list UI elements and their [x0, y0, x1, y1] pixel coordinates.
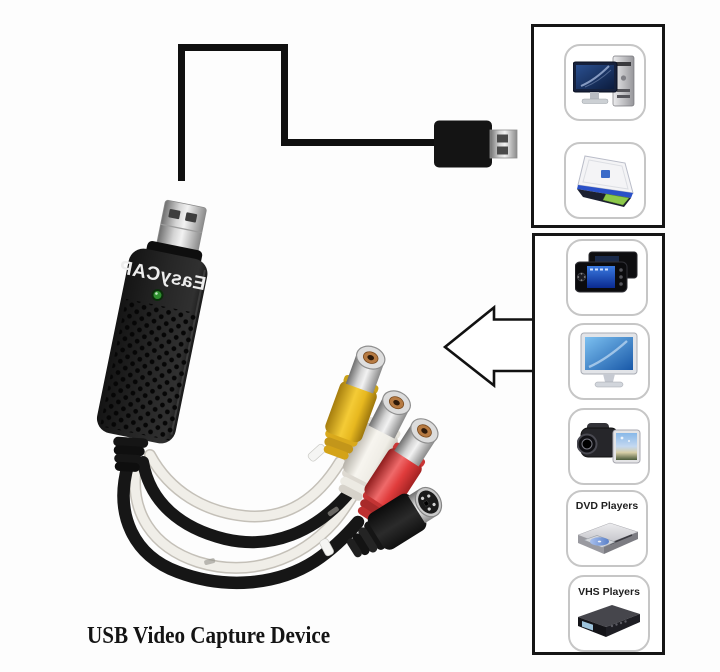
s-video-connector — [346, 486, 443, 558]
tile-laptop — [564, 142, 646, 219]
rca-yellow-connector — [323, 345, 386, 460]
tile-vhs-player: VHS Players — [568, 575, 650, 652]
tile-dvd-player: DVD Players — [566, 490, 648, 567]
dvd-player-icon — [577, 522, 639, 554]
tile-desktop-computer — [564, 44, 646, 121]
breakout-cables — [117, 443, 368, 590]
laptop-icon — [577, 154, 634, 207]
tile-tv-monitor — [568, 323, 650, 400]
vhs-player-icon — [578, 605, 640, 637]
source-devices-panel: DVD Players VHS Pla — [532, 233, 665, 655]
desktop-computer-icon — [573, 55, 635, 106]
rca-red-connector — [357, 418, 439, 525]
tile-camcorder — [568, 408, 650, 485]
tv-monitor-icon — [580, 332, 638, 387]
strain-relief — [113, 436, 149, 472]
vhs-players-label: VHS Players — [578, 586, 640, 598]
usb-cable-diagram-line — [178, 44, 436, 181]
capture-dongle: EasyCAP — [96, 199, 208, 472]
compatible-computers-panel — [531, 24, 665, 228]
caption-text: USB Video Capture Device — [87, 623, 331, 649]
dvd-players-label: DVD Players — [575, 500, 639, 512]
usb-plug — [434, 120, 518, 168]
left-arrow — [442, 304, 537, 389]
cable-label-band — [204, 443, 339, 566]
portable-media-player-icon — [575, 251, 638, 292]
status-led — [151, 289, 164, 302]
dongle-usb-connector — [155, 199, 207, 259]
camcorder-icon — [577, 422, 641, 463]
tile-portable-media-player — [566, 239, 648, 316]
